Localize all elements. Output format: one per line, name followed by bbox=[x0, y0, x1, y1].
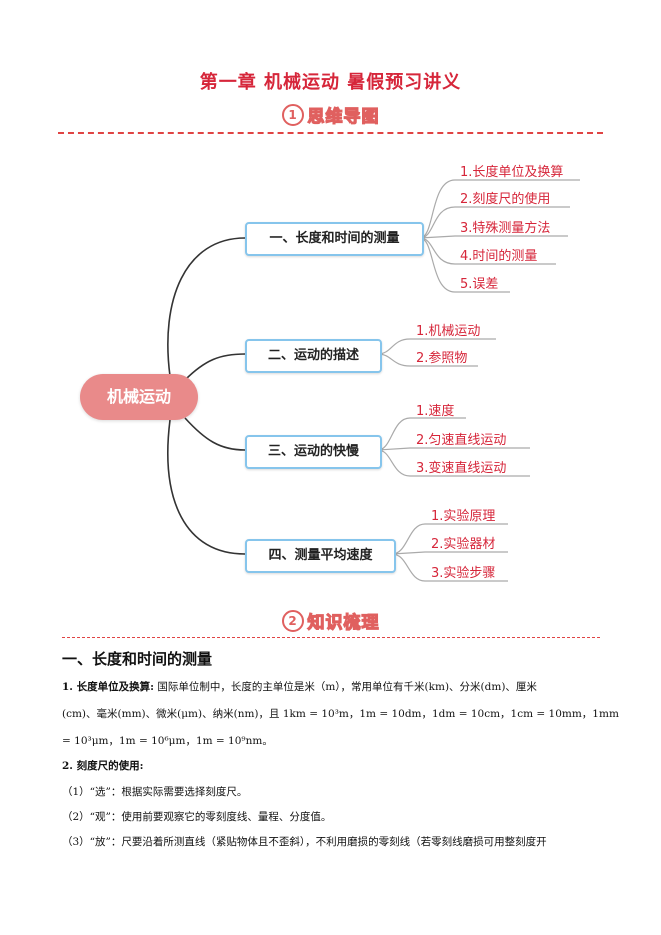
mindmap-branch-length-time: 一、长度和时间的测量 bbox=[245, 222, 424, 256]
paragraph-line: 2. 刻度尺的使用: bbox=[62, 760, 144, 773]
paragraph-label: 1. 长度单位及换算: bbox=[62, 681, 154, 693]
mindmap-leaf: 3.特殊测量方法 bbox=[460, 221, 551, 236]
mindmap-leaf: 4.时间的测量 bbox=[460, 249, 538, 264]
mindmap-leaf: 1.机械运动 bbox=[416, 324, 481, 339]
connector-root-branch4 bbox=[167, 419, 246, 555]
mindmap-leaf: 5.误差 bbox=[460, 277, 499, 292]
section-divider bbox=[62, 637, 600, 638]
mindmap-branch-motion-speed: 三、运动的快慢 bbox=[245, 435, 382, 469]
mindmap-leaf: 3.变速直线运动 bbox=[416, 461, 507, 476]
mindmap-leaf: 3.实验步骤 bbox=[431, 566, 496, 581]
badge-label: 思维导图 bbox=[307, 106, 380, 127]
paragraph-line: 1. 长度单位及换算: 国际单位制中，长度的主单位是米（m），常用单位有千米(k… bbox=[62, 681, 537, 694]
mindmap-branch-average-speed: 四、测量平均速度 bbox=[245, 539, 396, 573]
list-item: （1）“选”：根据实际需要选择刻度尺。 bbox=[62, 786, 248, 798]
mindmap-branch-motion-description: 二、运动的描述 bbox=[245, 339, 382, 373]
section-badge-mindmap: 1 思维导图 bbox=[0, 102, 661, 128]
section-badge-knowledge: 2 知识梳理 bbox=[0, 608, 661, 634]
connector-root-branch2 bbox=[184, 353, 246, 381]
badge-number: 2 bbox=[281, 609, 304, 632]
mindmap-leaf: 1.长度单位及换算 bbox=[460, 165, 564, 180]
paragraph-line: = 10³μm，1m = 10⁶μm，1m = 10⁹nm。 bbox=[62, 735, 273, 747]
paragraph-label: 2. 刻度尺的使用: bbox=[62, 760, 144, 772]
mindmap-leaf: 2.匀速直线运动 bbox=[416, 433, 507, 448]
mindmap-root-node: 机械运动 bbox=[80, 374, 198, 420]
document-title: 第一章 机械运动 暑假预习讲义 bbox=[199, 72, 462, 93]
section-divider bbox=[58, 132, 603, 134]
mindmap-leaf: 1.实验原理 bbox=[431, 509, 496, 524]
badge-label: 知识梳理 bbox=[307, 612, 380, 633]
list-item: （2）“观”：使用前要观察它的零刻度线、量程、分度值。 bbox=[62, 811, 332, 823]
connector-root-branch1 bbox=[167, 237, 246, 377]
content-heading: 一、长度和时间的测量 bbox=[62, 650, 213, 668]
connector-root-branch3 bbox=[184, 417, 246, 451]
mindmap-leaf: 2.刻度尺的使用 bbox=[460, 192, 551, 207]
paragraph-line: (cm)、毫米(mm)、微米(μm)、纳米(nm)，且 1km = 10³m，1… bbox=[62, 708, 619, 720]
list-item: （3）“放”：尺要沿着所测直线（紧贴物体且不歪斜），不利用磨损的零刻线（若零刻线… bbox=[62, 836, 547, 848]
paragraph-text: 国际单位制中，长度的主单位是米（m），常用单位有千米(km)、分米(dm)、厘米 bbox=[154, 681, 537, 693]
badge-number: 1 bbox=[281, 103, 304, 126]
mindmap-leaf: 1.速度 bbox=[416, 404, 455, 419]
mindmap-leaf: 2.实验器材 bbox=[431, 537, 496, 552]
mindmap-leaf: 2.参照物 bbox=[416, 351, 468, 366]
